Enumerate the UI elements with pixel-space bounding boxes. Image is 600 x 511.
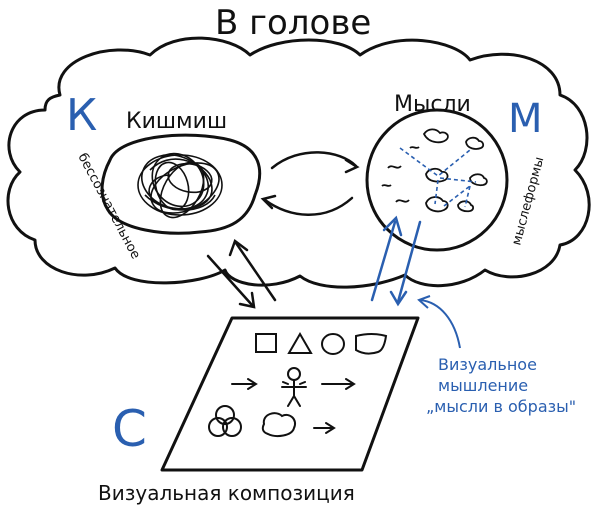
thought-links	[399, 147, 477, 208]
annotation-line-3: „мысли в образы"	[426, 397, 576, 416]
arrow-right-icon	[231, 378, 258, 390]
cloud-shape-icon	[261, 412, 296, 437]
bottom-row-icons	[208, 405, 336, 437]
shape-icons	[255, 332, 388, 355]
arrow-right-icon-3	[313, 422, 336, 434]
arrow-right-icon-2	[321, 378, 356, 390]
thought-cloud-icons	[381, 128, 488, 213]
visual-thinking-arrows	[370, 215, 422, 307]
letter-m: М	[508, 96, 543, 142]
thought-forms-label: мыслеформы	[509, 155, 547, 247]
thoughts-title: Мысли	[394, 92, 471, 117]
annotation-line-1: Визуальное	[438, 355, 537, 374]
middle-row-icons	[231, 367, 356, 407]
kishmish-title: Кишмиш	[126, 109, 227, 134]
exchange-arrows	[260, 151, 360, 216]
circle-icon	[321, 333, 345, 355]
person-icon	[281, 367, 307, 407]
page-title: В голове	[215, 3, 371, 43]
letter-k: К	[66, 90, 97, 141]
annotation-line-2: мышление	[438, 376, 528, 395]
unconscious-label: бессознательное	[74, 151, 142, 262]
triangle-icon	[287, 332, 313, 354]
thoughts-circle	[365, 108, 509, 252]
scribble-ball-icon	[137, 152, 223, 219]
annotation-pointer-head	[417, 295, 431, 309]
head-cloud-outline	[6, 36, 591, 289]
square-icon	[255, 333, 277, 353]
kishmish-composition-arrows	[206, 238, 277, 309]
composition-sheet	[160, 316, 420, 472]
rounded-square-icon	[355, 333, 388, 355]
annotation-pointer	[419, 299, 461, 349]
composition-caption: Визуальная композиция	[98, 481, 355, 505]
kishmish-blob	[100, 133, 262, 235]
letter-c: С	[112, 400, 147, 458]
venn-circles-icon	[208, 405, 242, 437]
